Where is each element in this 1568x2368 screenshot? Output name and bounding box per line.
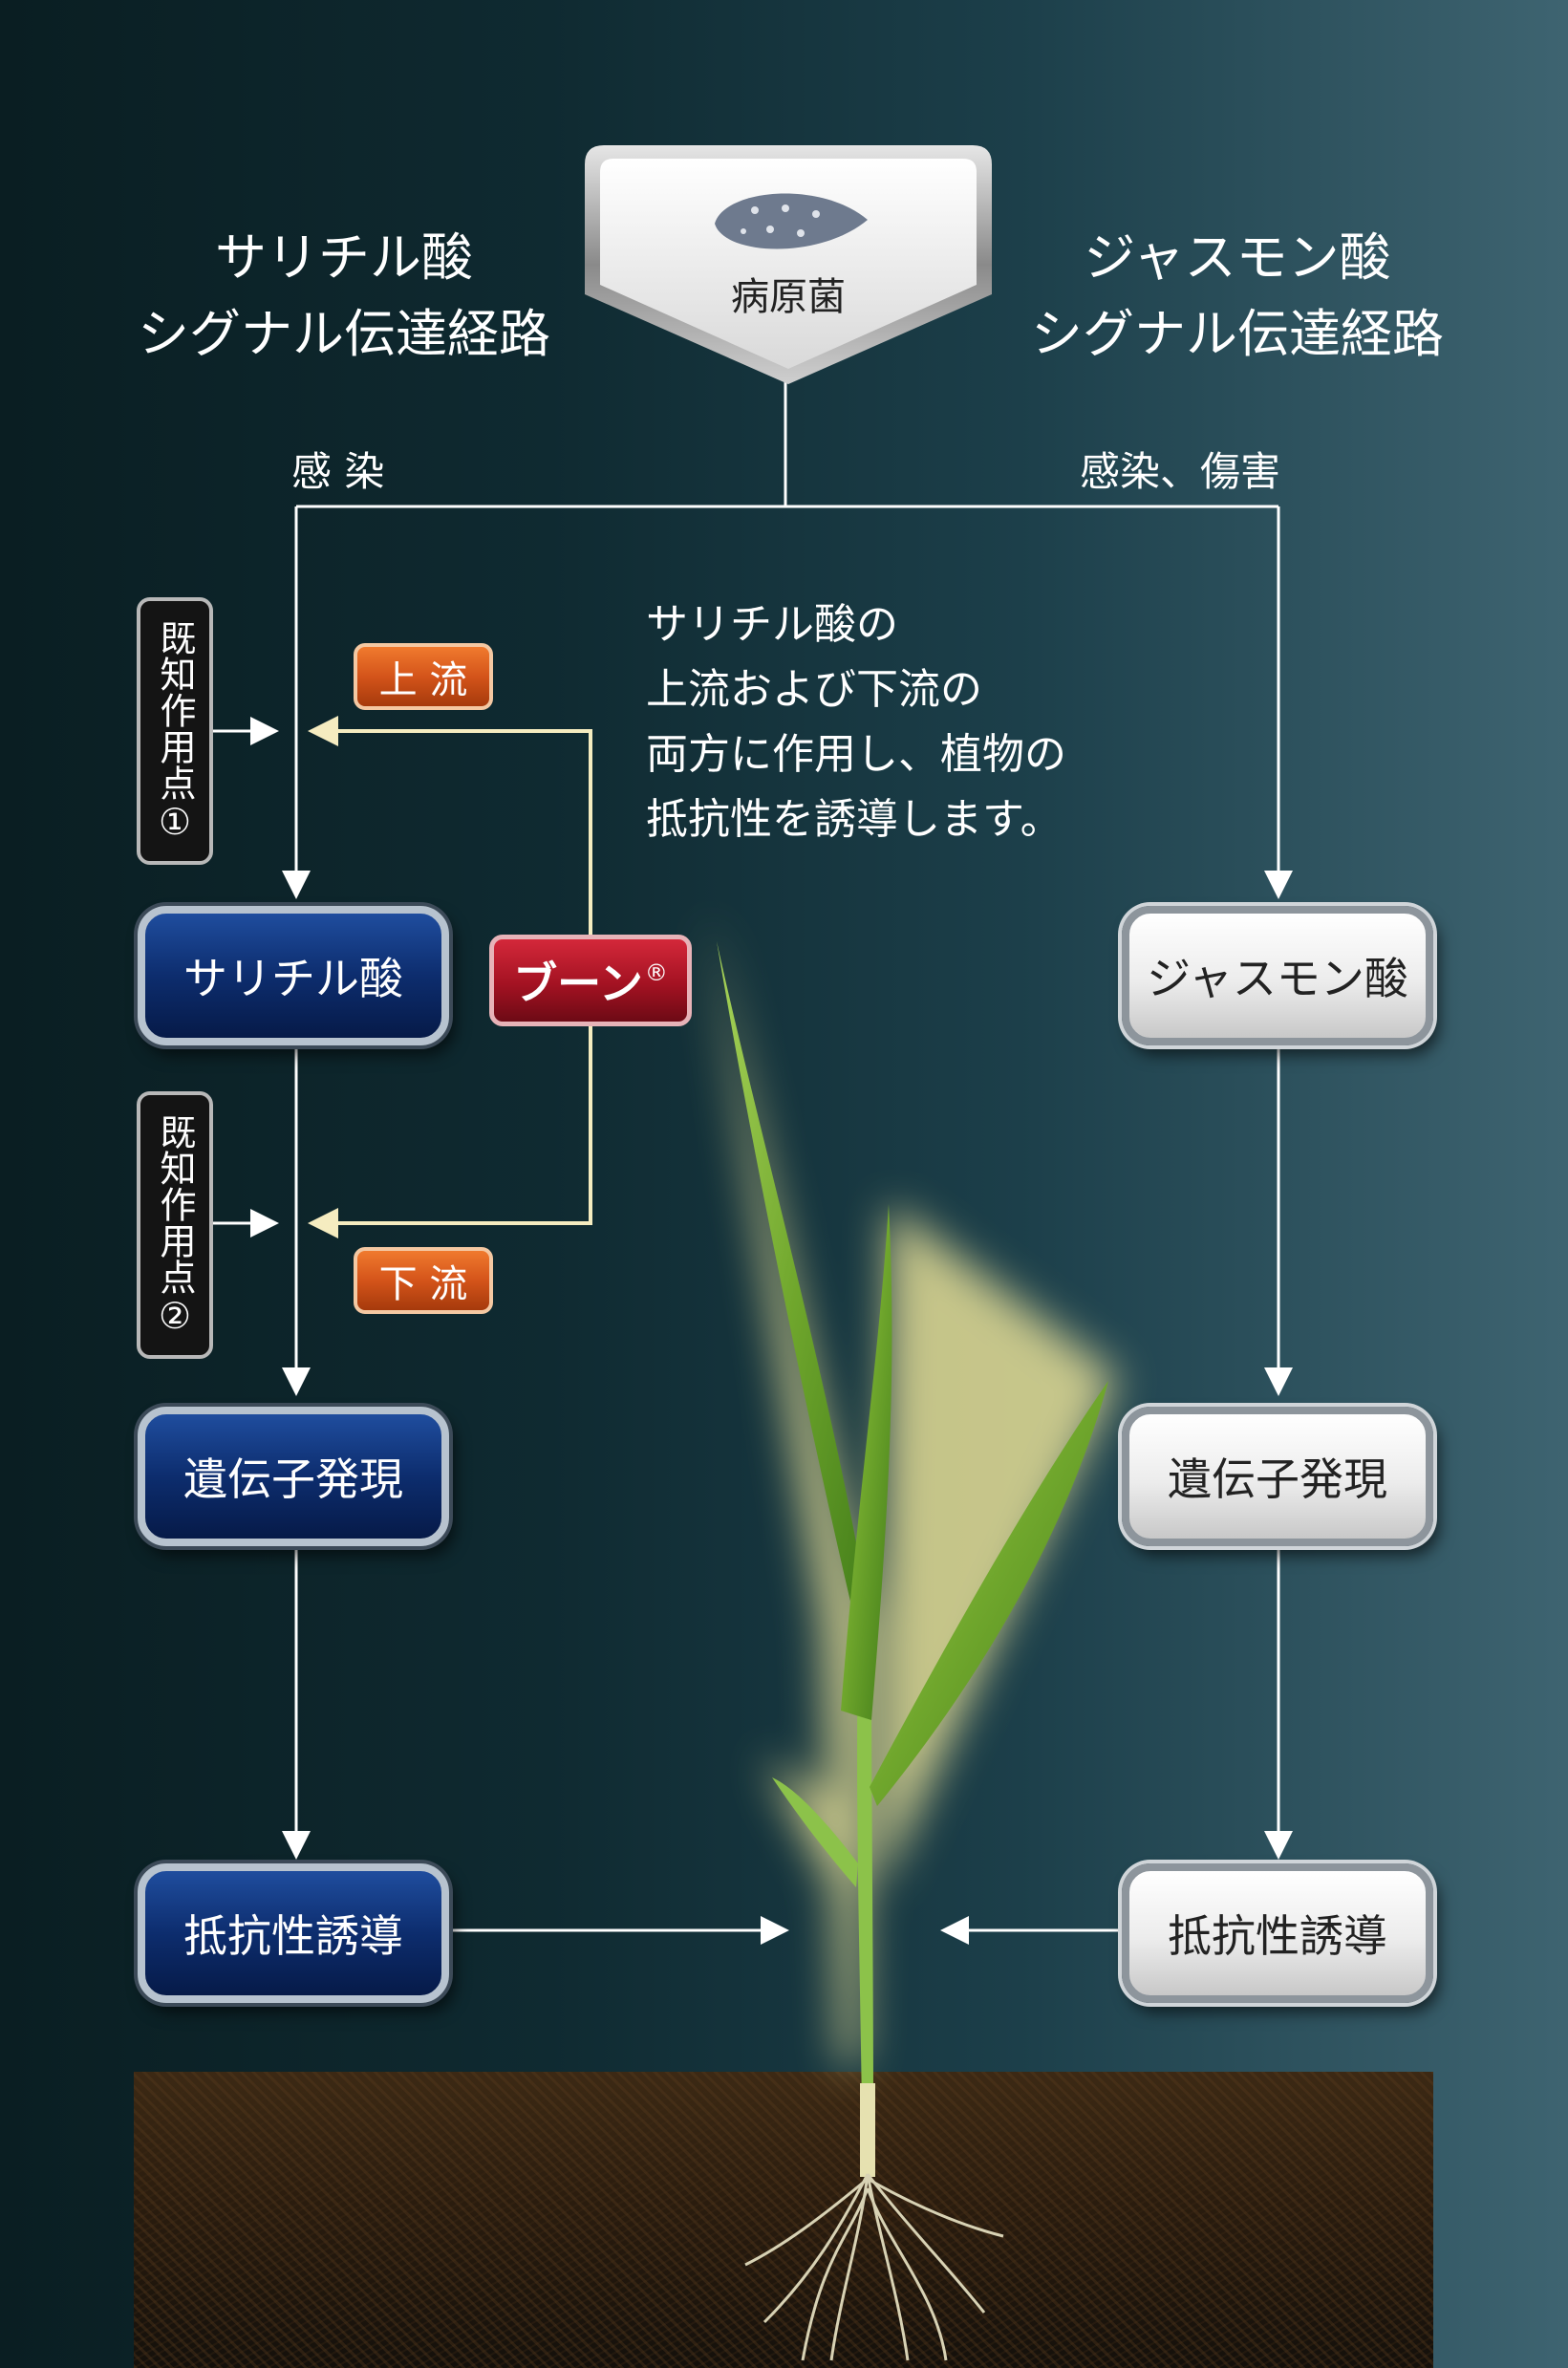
description-line: 両方に作用し、植物の [646,730,1066,779]
known-action-point-2: 既知作用点② [137,1091,213,1359]
pathogen-shield [585,145,992,384]
sa-gene-expression-box: 遺伝子発現 [138,1407,449,1546]
bacterium-icon [715,193,868,249]
heading-line: ジャスモン酸 [1084,227,1391,288]
description-line: 上流および下流の [646,665,982,714]
brand-name: ブーン [513,958,643,1009]
brand-action-bracket [308,716,592,1238]
salicylic-acid-box: サリチル酸 [138,906,449,1045]
pathogen-label: 病原菌 [731,275,846,319]
jasmonic-acid-box: ジャスモン酸 [1122,906,1433,1045]
heading-line: シグナル伝達経路 [1031,304,1444,364]
salicylic-pathway-heading: サリチル酸 シグナル伝達経路 [105,220,583,373]
brand-boon-badge: ブーン® [489,935,692,1026]
description-line: サリチル酸の [646,600,898,649]
pathogen-split-lines [212,382,1293,1945]
description-text: サリチル酸の 上流および下流の 両方に作用し、植物の 抵抗性を誘導します。 [646,592,1219,852]
jasmonic-pathway-heading: ジャスモン酸 シグナル伝達経路 [984,220,1491,373]
sa-resistance-induction-box: 抵抗性誘導 [138,1863,449,2003]
soil-layer [134,2072,1433,2368]
known-action-point-1: 既知作用点① [137,597,213,865]
ja-gene-expression-box: 遺伝子発現 [1122,1407,1433,1546]
description-line: 抵抗性を誘導します。 [646,795,1063,844]
heading-line: サリチル酸 [215,227,473,288]
downstream-tag: 下 流 [354,1247,493,1314]
registered-mark: ® [644,959,668,986]
ja-resistance-induction-box: 抵抗性誘導 [1122,1863,1433,2003]
rice-plant-illustration [717,941,1108,2361]
infection-injury-label: 感染、傷害 [1080,448,1281,495]
heading-line: シグナル伝達経路 [138,304,550,364]
infection-label: 感 染 [291,448,385,495]
upstream-tag: 上 流 [354,643,493,710]
